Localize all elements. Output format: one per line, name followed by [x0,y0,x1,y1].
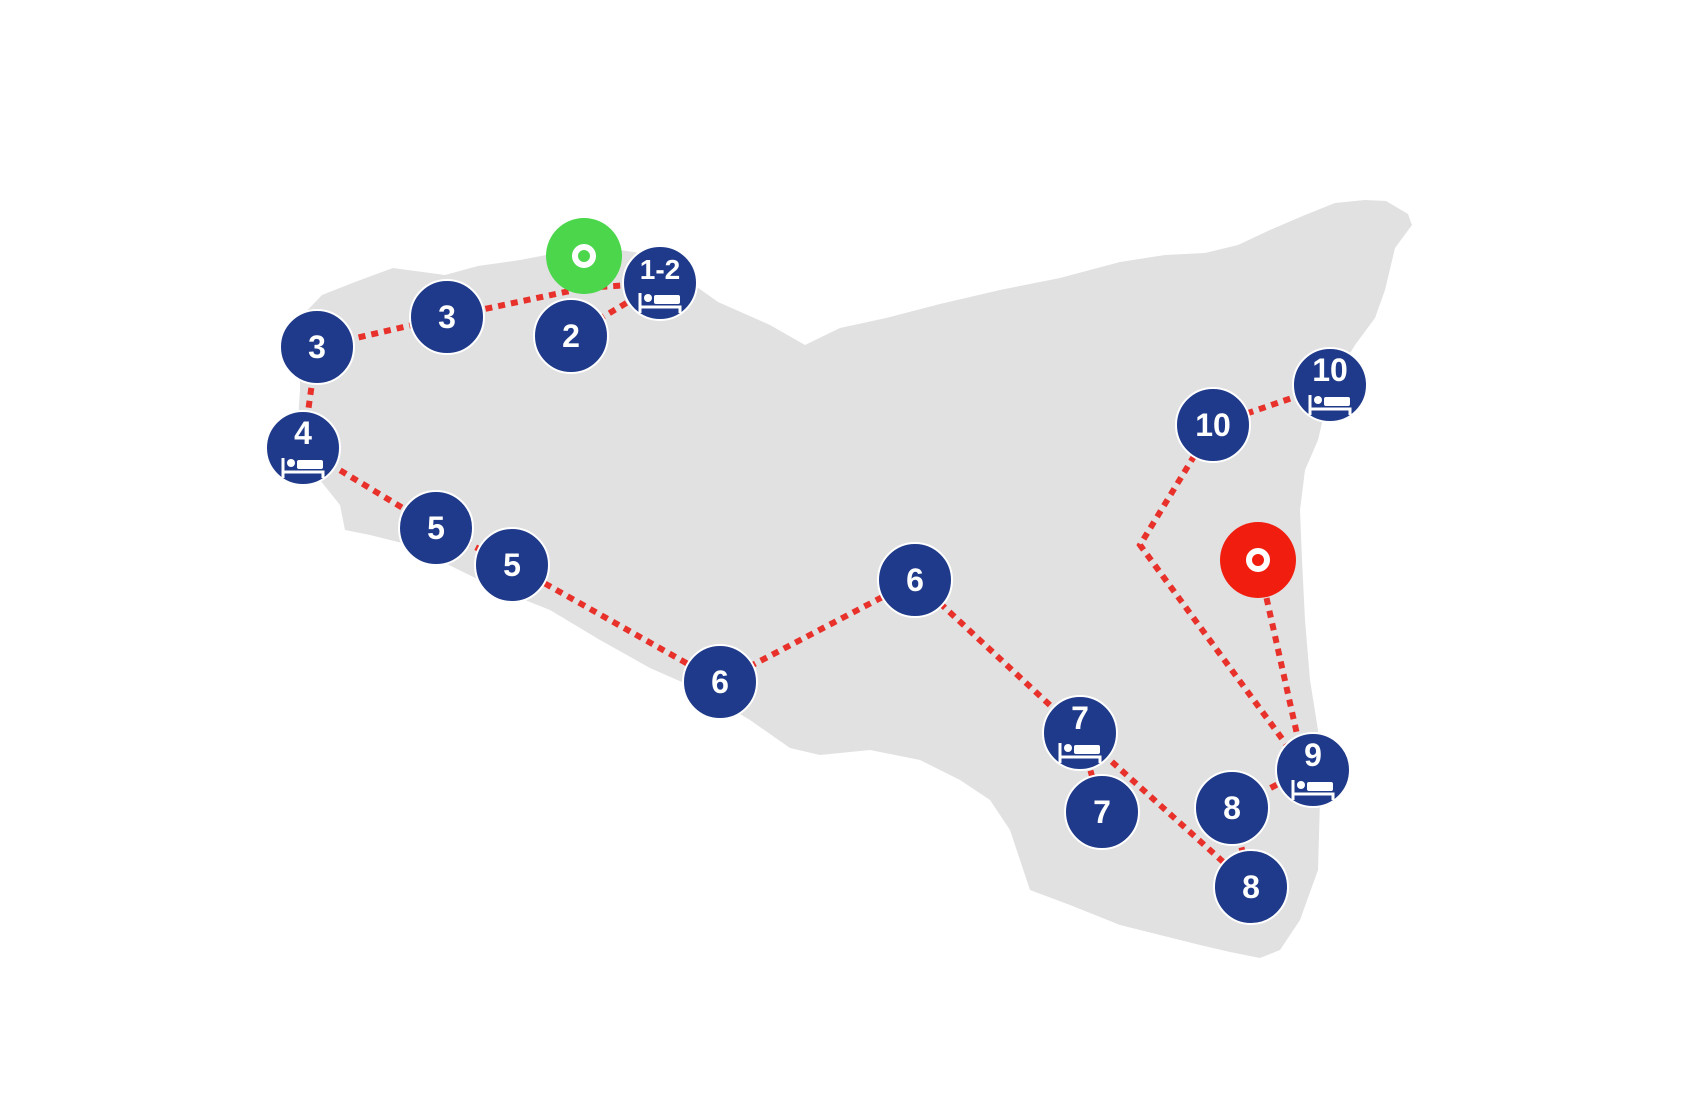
stop-circle [877,542,953,618]
stop-marker[interactable]: 6 [877,542,953,618]
stop-label: 8 [1223,790,1241,826]
island-shape [298,200,1412,958]
stop-marker[interactable]: 1-2 [622,245,698,321]
stop-label: 6 [711,664,729,700]
stop-circle [533,298,609,374]
stop-marker[interactable]: 10 [1175,387,1251,463]
stop-label: 5 [503,547,521,583]
stop-label: 3 [438,299,456,335]
stop-marker[interactable]: 9 [1275,732,1351,808]
stop-circle [682,644,758,720]
stop-label: 4 [294,415,312,451]
start-ring-icon [572,244,596,268]
stop-marker[interactable]: 7 [1042,695,1118,771]
stop-marker[interactable]: 6 [682,644,758,720]
stop-circle [279,309,355,385]
stop-label: 7 [1093,794,1111,830]
stop-marker[interactable]: 8 [1213,849,1289,925]
bed-icon [281,458,325,478]
stop-circle [1064,774,1140,850]
stop-marker[interactable]: 10 [1292,347,1368,423]
stop-marker[interactable]: 3 [279,309,355,385]
stop-label: 7 [1071,700,1089,736]
stop-label: 5 [427,510,445,546]
bed-icon [1291,780,1335,800]
stop-marker[interactable]: 2 [533,298,609,374]
stop-label: 9 [1304,737,1322,773]
stop-label: 3 [308,329,326,365]
stop-label: 10 [1195,407,1231,443]
bed-icon [638,293,682,313]
stop-circle [1194,770,1270,846]
start-marker[interactable] [546,218,622,294]
end-marker-circle [1220,522,1296,598]
stop-label: 2 [562,318,580,354]
bed-icon [1308,395,1352,415]
stop-marker[interactable]: 7 [1064,774,1140,850]
stop-label: 1-2 [640,254,680,285]
start-marker-circle [546,218,622,294]
bed-icon [1058,743,1102,763]
stop-marker[interactable]: 8 [1194,770,1270,846]
stop-label: 6 [906,562,924,598]
end-ring-icon [1246,548,1270,572]
stop-circle [1175,387,1251,463]
stop-circle [474,527,550,603]
stop-marker[interactable]: 5 [398,490,474,566]
stop-marker[interactable]: 3 [409,279,485,355]
end-marker[interactable] [1220,522,1296,598]
stop-circle [409,279,485,355]
route-branch-3 [1136,382,1331,772]
stop-circle [1213,849,1289,925]
stop-label: 8 [1242,869,1260,905]
stop-marker[interactable]: 5 [474,527,550,603]
stop-marker[interactable]: 4 [265,410,341,486]
stop-circle [398,490,474,566]
stop-label: 10 [1312,352,1348,388]
